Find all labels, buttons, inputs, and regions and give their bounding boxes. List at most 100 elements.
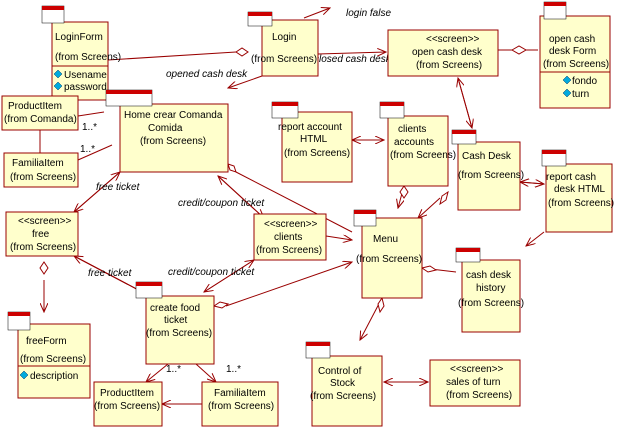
class-open-cash-desk-form[interactable]: open cash desk Form (from Screens) fondo… (539, 1, 611, 109)
class-title: HTML (300, 134, 328, 145)
class-title: Cash Desk (462, 151, 512, 162)
class-title: Home crear Comanda (124, 110, 223, 121)
edge-login-false (303, 8, 330, 19)
class-stereotype: <<screen>> (264, 219, 318, 230)
attribute: turn (572, 89, 589, 100)
edge-create-free (74, 256, 147, 295)
aggregation-diamond (227, 163, 237, 173)
class-home-comanda[interactable]: Home crear Comanda Comida (from Screens) (105, 89, 229, 173)
class-package: (from Screens) (310, 391, 376, 402)
edge-create-menu (225, 262, 352, 307)
label-free-ticket-2: free ticket (88, 268, 133, 279)
edge-reportcash-menu (526, 231, 545, 246)
attribute: fondo (572, 76, 597, 87)
class-stereotype: <<screen>> (450, 364, 504, 375)
class-sales-of-turn[interactable]: <<screen>> sales of turn (from Screens) (429, 359, 521, 407)
class-report-cash-desk[interactable]: report cash desk HTML (from Screens) (541, 149, 614, 233)
class-cash-desk[interactable]: Cash Desk (from Screens) (451, 129, 524, 211)
edge-report-cashdesk (520, 182, 545, 184)
class-login-form[interactable]: LoginForm (from Screens) Usename passwor… (41, 5, 121, 101)
class-open-cash-desk[interactable]: <<screen>> open cash desk (from Screens) (387, 29, 499, 77)
edge-cashdesk-menu (418, 197, 441, 218)
class-title: desk HTML (554, 184, 606, 195)
class-clients-accounts[interactable]: clients accounts (from Screens) (379, 101, 456, 187)
class-title: open cash (549, 34, 595, 45)
edge-create-familia (195, 363, 216, 382)
attribute-icon (562, 88, 572, 98)
class-title: Stock (330, 378, 356, 389)
class-package: (from Screens) (416, 60, 482, 71)
class-title: Control of (318, 366, 362, 377)
edge-login-opencashdesk (317, 52, 386, 54)
class-product-item-screens[interactable]: ProductItem (from Screens) (93, 381, 163, 427)
edge-free-home (73, 172, 120, 213)
label-multiplicity: 1..* (166, 364, 181, 375)
class-title: FamiliaItem (12, 158, 64, 169)
class-cash-desk-history[interactable]: cash desk history (from Screens) (455, 247, 524, 333)
class-package: (from Screens) (94, 401, 160, 412)
aggregation-diamond (510, 45, 528, 55)
class-free-form[interactable]: freeForm (from Screens) description (7, 311, 91, 399)
label-closed-cash-desk: closed cash desk (314, 54, 392, 65)
edge-create-clients (203, 260, 254, 293)
attribute: password (64, 82, 107, 93)
label-free-ticket-1: free ticket (96, 182, 141, 193)
class-package: (from Screens) (140, 136, 206, 147)
edge-clients-menu (325, 236, 352, 240)
class-title: create food (150, 303, 200, 314)
class-login[interactable]: Login (from Screens) (247, 11, 319, 77)
class-package: (from Screens) (10, 172, 76, 183)
label-opened-cash-desk: opened cash desk (166, 69, 248, 80)
class-control-of-stock[interactable]: Control of Stock (from Screens) (305, 341, 383, 427)
connector-labels: login false closed cash desk opened cash… (80, 8, 392, 375)
class-report-account[interactable]: report account HTML (from Screens) (271, 101, 353, 183)
aggregation-diamond (439, 190, 449, 206)
edge-create-productitem (146, 363, 169, 382)
class-package: (from Screens) (543, 59, 609, 70)
edge-home-menu (235, 171, 353, 233)
class-package: (from Comanda) (4, 114, 77, 125)
class-menu[interactable]: Menu (from Screens) (353, 209, 423, 299)
aggregation-diamond (377, 296, 385, 314)
class-package: (from Screens) (10, 242, 76, 253)
class-package: (from Screens) (251, 54, 317, 65)
class-package: (from Screens) (208, 401, 274, 412)
aggregation-diamond (212, 301, 230, 309)
class-package: (from Screens) (446, 390, 512, 401)
attribute-icon (19, 370, 29, 380)
class-title: clients (398, 124, 426, 135)
class-title: LoginForm (55, 32, 103, 43)
class-product-item-comanda[interactable]: ProductItem (from Comanda) (1, 95, 79, 131)
aggregation-diamond (420, 265, 438, 273)
class-title: ProductItem (100, 388, 154, 399)
class-title: open cash desk (412, 47, 483, 58)
label-credit-coupon-1: credit/coupon ticket (178, 198, 265, 209)
class-package: (from Screens) (458, 170, 524, 181)
class-familia-item-screens[interactable]: FamiliaItem (from Screens) (201, 381, 279, 427)
label-multiplicity: 1..* (226, 364, 241, 375)
class-title: Menu (373, 234, 398, 245)
class-title: desk Form (549, 46, 596, 57)
aggregation-diamond (39, 261, 49, 275)
connectors (39, 8, 545, 404)
edge-login-home (228, 75, 263, 88)
class-title: FamiliaItem (214, 388, 266, 399)
class-title: freeForm (26, 336, 67, 347)
class-title: ticket (164, 315, 188, 326)
class-clients[interactable]: <<screen>> clients (from Screens) (253, 213, 327, 261)
class-create-food-ticket[interactable]: create food ticket (from Screens) (135, 281, 215, 365)
class-familia-item-top[interactable]: FamiliaItem (from Screens) (3, 152, 79, 188)
class-title: free (32, 229, 50, 240)
edge-familia-home (77, 144, 113, 161)
class-stereotype: <<screen>> (18, 216, 72, 227)
label-credit-coupon-2: credit/coupon ticket (168, 267, 255, 278)
edge-loginform-login (107, 51, 237, 61)
class-title: report cash (546, 172, 596, 183)
class-title: clients (274, 232, 302, 243)
class-title: Comida (148, 123, 183, 134)
label-multiplicity: 1..* (80, 144, 95, 155)
class-package: (from Screens) (548, 198, 614, 209)
class-free[interactable]: <<screen>> free (from Screens) (5, 211, 79, 257)
class-title: cash desk (466, 270, 512, 281)
